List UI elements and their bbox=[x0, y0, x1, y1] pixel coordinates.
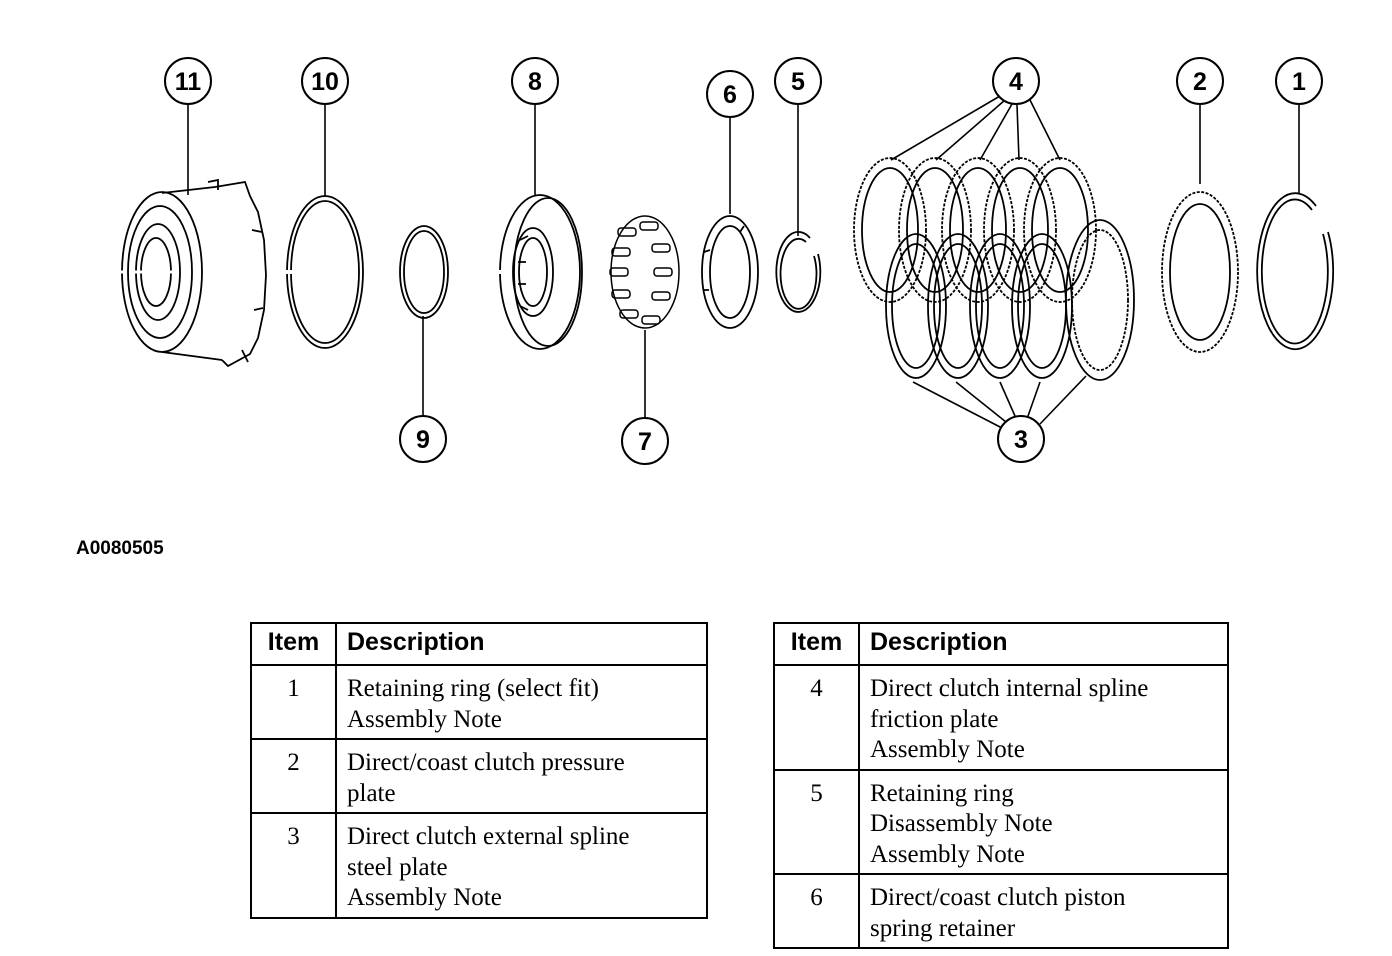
item-description: Direct/coast clutch pressure plate bbox=[335, 738, 708, 814]
part-10-seal bbox=[285, 195, 364, 349]
part-4-friction-plates bbox=[853, 157, 1097, 303]
callout-11: 11 bbox=[175, 68, 202, 96]
callout-10: 10 bbox=[311, 68, 339, 96]
description-line: Retaining ring bbox=[870, 779, 1014, 807]
assembly-note-link[interactable]: Assembly Note bbox=[347, 884, 502, 911]
table-row: 4 Direct clutch internal spline friction… bbox=[773, 664, 1229, 771]
part-9-seal bbox=[399, 225, 449, 319]
disassembly-note-link[interactable]: Disassembly Note bbox=[870, 810, 1053, 837]
leader-lines bbox=[187, 95, 1300, 429]
callout-5: 5 bbox=[791, 68, 805, 96]
callout-3: 3 bbox=[1014, 426, 1028, 454]
description-line: friction plate bbox=[870, 705, 999, 733]
table-header-row: Item Description bbox=[250, 622, 708, 666]
parts-table-left: Item Description 1 Retaining ring (selec… bbox=[250, 622, 708, 919]
table-row: 2 Direct/coast clutch pressure plate bbox=[250, 738, 708, 814]
assembly-note-link[interactable]: Assembly Note bbox=[347, 705, 502, 733]
part-11-direct-clutch-cylinder bbox=[117, 178, 267, 368]
callout-2: 2 bbox=[1193, 68, 1207, 96]
item-description: Retaining ring (select fit) Assembly Not… bbox=[335, 664, 708, 740]
item-number: 3 bbox=[250, 812, 337, 919]
assembly-note-link[interactable]: Assembly Note bbox=[870, 840, 1025, 868]
part-7-spring-assembly bbox=[609, 215, 680, 329]
description-line: Retaining ring (select fit) bbox=[347, 675, 600, 702]
description-column-header: Description bbox=[858, 622, 1229, 666]
item-number: 2 bbox=[250, 738, 337, 814]
item-description: Retaining ring Disassembly Note Assembly… bbox=[858, 768, 1229, 875]
description-line: Direct/coast clutch pressure bbox=[347, 749, 625, 776]
callout-6: 6 bbox=[723, 81, 737, 109]
callout-1: 1 bbox=[1292, 68, 1306, 96]
assembly-note-link[interactable]: Assembly Note bbox=[870, 736, 1025, 763]
parts-table-right: Item Description 4 Direct clutch interna… bbox=[773, 622, 1229, 949]
item-number: 5 bbox=[773, 768, 860, 875]
callout-9: 9 bbox=[416, 426, 430, 454]
description-line: steel plate bbox=[347, 853, 448, 881]
table-row: 5 Retaining ring Disassembly Note Assemb… bbox=[773, 768, 1229, 875]
part-5-retaining-ring bbox=[775, 231, 822, 313]
callout-7: 7 bbox=[638, 428, 652, 456]
description-line: plate bbox=[347, 779, 396, 807]
part-1-retaining-ring bbox=[1256, 192, 1335, 351]
item-description: Direct/coast clutch piston spring retain… bbox=[858, 873, 1229, 949]
item-column-header: Item bbox=[250, 622, 337, 666]
description-line: Direct/coast clutch piston bbox=[870, 884, 1126, 911]
part-6-spring-retainer bbox=[701, 215, 759, 329]
exploded-view-diagram: 11 10 9 8 7 6 5 4 3 2 1 bbox=[117, 57, 1335, 465]
part-3-steel-plates bbox=[885, 219, 1135, 381]
item-number: 6 bbox=[773, 873, 860, 949]
table-row: 1 Retaining ring (select fit) Assembly N… bbox=[250, 664, 708, 740]
part-8-piston bbox=[494, 194, 583, 350]
item-number: 4 bbox=[773, 664, 860, 771]
callout-8: 8 bbox=[528, 68, 542, 96]
figure-code: A0080505 bbox=[76, 538, 164, 559]
description-line: Direct clutch internal spline bbox=[870, 675, 1149, 702]
callout-circles bbox=[164, 57, 1323, 465]
description-line: spring retainer bbox=[870, 914, 1016, 942]
item-description: Direct clutch external spline steel plat… bbox=[335, 812, 708, 919]
item-column-header: Item bbox=[773, 622, 860, 666]
table-row: 3 Direct clutch external spline steel pl… bbox=[250, 812, 708, 919]
table-row: 6 Direct/coast clutch piston spring reta… bbox=[773, 873, 1229, 949]
part-2-pressure-plate bbox=[1161, 191, 1239, 353]
description-line: Direct clutch external spline bbox=[347, 823, 630, 850]
table-header-row: Item Description bbox=[773, 622, 1229, 666]
item-number: 1 bbox=[250, 664, 337, 740]
item-description: Direct clutch internal spline friction p… bbox=[858, 664, 1229, 771]
callout-4: 4 bbox=[1009, 68, 1023, 96]
description-column-header: Description bbox=[335, 622, 708, 666]
